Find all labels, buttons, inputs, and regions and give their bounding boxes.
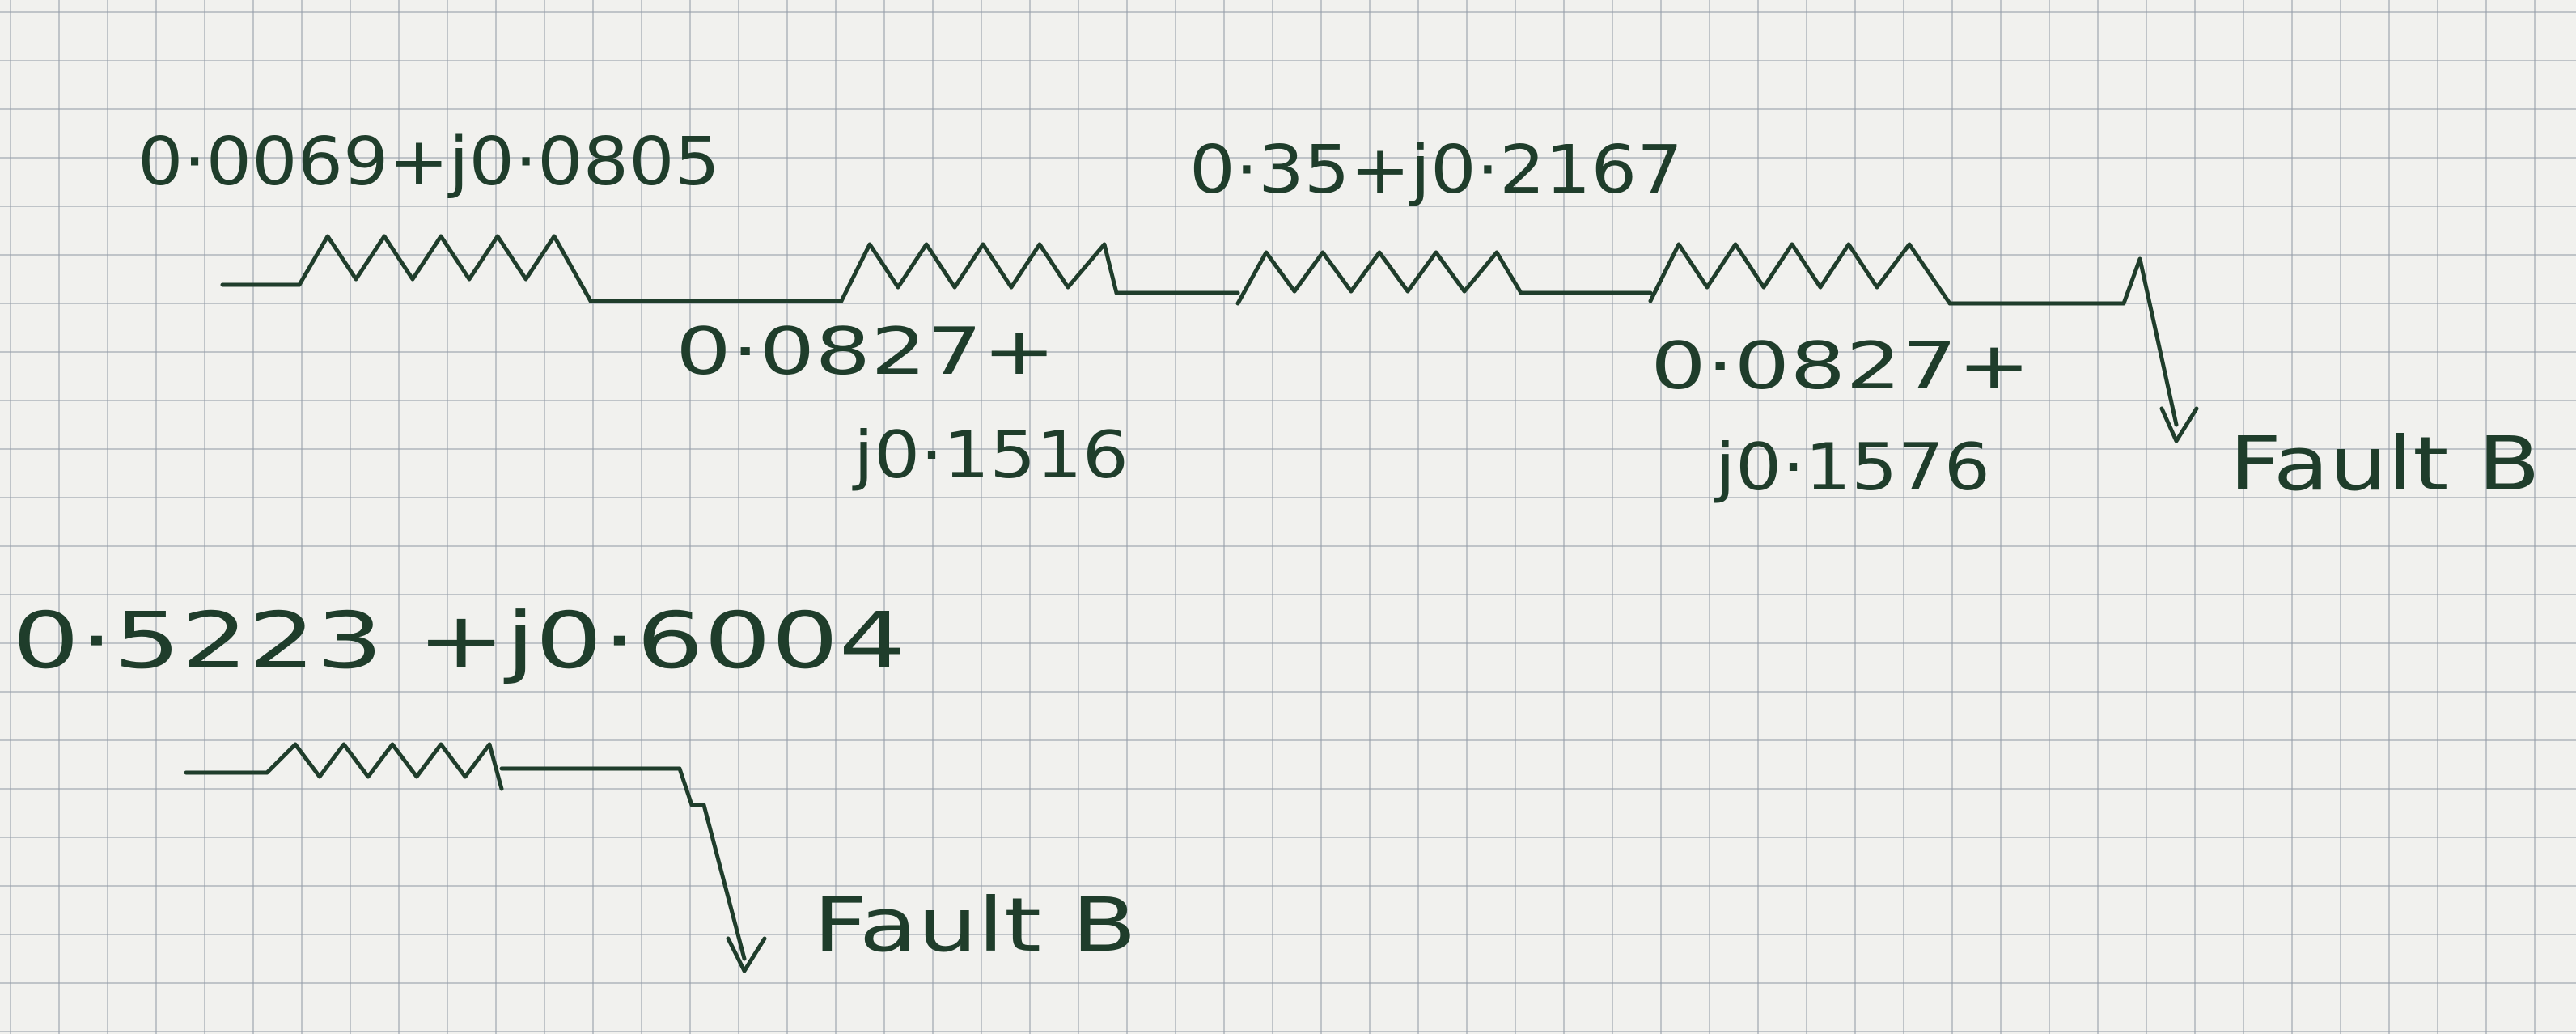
top-resistor-4 <box>1648 242 1952 306</box>
top-fault-arrow <box>2159 406 2199 443</box>
impedance-2-label-line2: j0·1516 <box>852 417 1129 493</box>
impedance-2-label-line1: 0·0827+ <box>676 314 1056 389</box>
top-circuit: 0·0069+j0·0805 0·0827+ j0·1516 0·35+j0·2… <box>138 124 2540 507</box>
bottom-wire-segment <box>499 766 747 961</box>
top-wire-segment-4 <box>1947 256 2179 427</box>
impedance-1-label: 0·0069+j0·0805 <box>138 124 720 201</box>
top-resistor-1 <box>297 234 593 303</box>
top-fault-label: Fault B <box>2229 421 2540 507</box>
bottom-resistor <box>265 742 504 791</box>
bottom-impedance-label: 0·5223 +j0·6004 <box>12 595 906 686</box>
bottom-fault-label: Fault B <box>813 882 1137 968</box>
impedance-3-label: 0·35+j0·2167 <box>1189 132 1683 209</box>
impedance-4-label-line2: j0·1576 <box>1714 430 1990 505</box>
bottom-fault-arrow <box>726 936 767 973</box>
top-resistor-2 <box>839 242 1119 303</box>
top-resistor-3 <box>1235 250 1523 306</box>
bottom-circuit: 0·5223 +j0·6004 Fault B <box>12 595 1137 973</box>
impedance-4-label-line1: 0·0827+ <box>1650 328 2031 404</box>
